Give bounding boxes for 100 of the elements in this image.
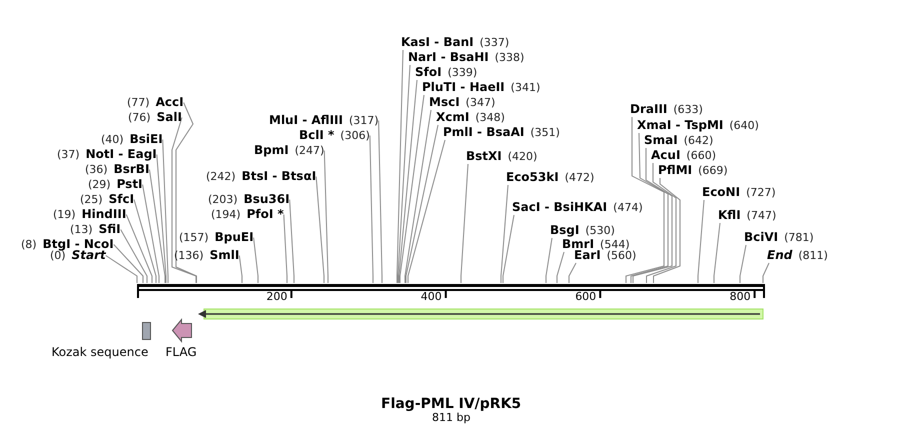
site-position: (13) [70, 223, 93, 237]
site-position: (77) [127, 96, 150, 110]
caption: 811 bp [432, 412, 470, 424]
enzyme-name: SalI [156, 110, 182, 124]
leader-line [176, 102, 197, 284]
site-position: (0) [50, 249, 66, 263]
site-position: (203) [208, 193, 238, 207]
leader-line [126, 214, 152, 284]
leader-line [400, 94, 424, 284]
feature-label: Kozak sequence [52, 345, 148, 359]
enzyme-name: PmlI - BsaAI [443, 125, 524, 139]
leader-line [762, 262, 770, 284]
site-position: (76) [128, 111, 151, 125]
leader-line [408, 140, 446, 284]
site-position: (29) [88, 178, 111, 192]
enzyme-name: SacI - BsiHKAI [512, 200, 608, 214]
site-position: (157) [179, 231, 209, 245]
site-position: (338) [494, 51, 524, 65]
leader-line [502, 214, 514, 284]
leader-line [316, 176, 324, 284]
enzyme-name: SmaI [644, 133, 678, 147]
site-position: (194) [211, 208, 241, 222]
site-position: (351) [530, 126, 560, 140]
site-position: (242) [206, 170, 236, 184]
site-position: (474) [613, 201, 643, 215]
leader-line [113, 244, 144, 284]
enzyme-name: Bsu36I [244, 192, 290, 206]
leader-line [398, 80, 418, 284]
enzyme-name: HindIII [82, 207, 126, 221]
leader-line [398, 64, 410, 284]
leader-line [324, 150, 328, 284]
leader-line [283, 214, 288, 284]
enzyme-name: PstI [116, 177, 143, 191]
leader-line [646, 162, 676, 284]
site-position: (781) [784, 231, 814, 245]
enzyme-name: XmaI - TspMI [637, 118, 724, 132]
feature-label: FLAG [166, 345, 197, 359]
enzyme-name: MluI - AflIII [269, 113, 343, 127]
site-position: (36) [85, 163, 108, 177]
site-position: (247) [294, 144, 324, 158]
enzyme-name: EarI [574, 248, 601, 262]
tick-label: 400 [420, 291, 442, 303]
leader-line [120, 229, 148, 284]
enzyme-name: AcuI [651, 148, 680, 162]
leader-line [172, 117, 196, 284]
enzyme-name: NarI - BsaHI [408, 50, 489, 64]
site-position: (642) [684, 134, 714, 148]
leader-line [714, 222, 720, 284]
leader-line [156, 154, 166, 284]
tick-label: 800 [730, 291, 751, 303]
enzyme-name: SfcI [108, 192, 134, 206]
enzyme-name: End [767, 248, 792, 262]
leader-line [162, 139, 168, 284]
site-position: (633) [673, 103, 703, 117]
site-position: (420) [508, 150, 538, 164]
leader-line [630, 132, 668, 284]
site-position: (317) [348, 114, 379, 128]
enzyme-name: NotI - EagI [86, 147, 157, 161]
site-position: (811) [798, 249, 828, 263]
leader-line [396, 50, 404, 284]
enzyme-name: Eco53kI [506, 170, 559, 184]
leader-line [460, 164, 468, 284]
leader-line [289, 199, 294, 284]
enzyme-name: SmlI [210, 248, 240, 262]
enzyme-name: SfiI [98, 222, 121, 236]
leader-line [406, 124, 438, 284]
leader-line [568, 262, 576, 284]
site-position: (747) [746, 209, 776, 223]
site-position: (19) [53, 208, 76, 222]
enzyme-name: AccI [156, 95, 184, 109]
leader-line [148, 169, 166, 284]
leader-line [740, 244, 746, 284]
enzyme-name: BciVI [744, 230, 778, 244]
enzyme-name: SfoI [415, 65, 442, 79]
site-position: (660) [686, 149, 716, 163]
leader-line [556, 252, 564, 284]
leader-line [653, 178, 680, 284]
enzyme-name: KflI [718, 208, 741, 222]
leader-line [378, 120, 382, 284]
site-position: (348) [475, 111, 505, 125]
leader-line [238, 255, 242, 284]
site-position: (472) [564, 171, 594, 185]
enzyme-name: PfoI * [246, 207, 284, 221]
enzyme-name: BclI * [299, 128, 334, 142]
enzyme-name: BpuEI [214, 230, 254, 244]
enzyme-name: BmrI [562, 237, 594, 251]
site-position: (560) [606, 249, 636, 263]
site-position: (306) [340, 129, 370, 143]
site-position: (530) [585, 224, 615, 238]
leader-line [698, 200, 704, 284]
leader-line [632, 148, 672, 284]
leader-line [546, 238, 552, 284]
diagram-title: Flag-PML IV/pRK5 [381, 396, 522, 412]
tick-label: 200 [266, 291, 288, 303]
leader-line [142, 184, 160, 284]
enzyme-name: EcoNI [702, 185, 740, 199]
enzyme-name: BpmI [254, 143, 289, 157]
site-position: (640) [729, 119, 759, 133]
leader-line [626, 116, 664, 284]
site-position: (37) [57, 148, 80, 162]
